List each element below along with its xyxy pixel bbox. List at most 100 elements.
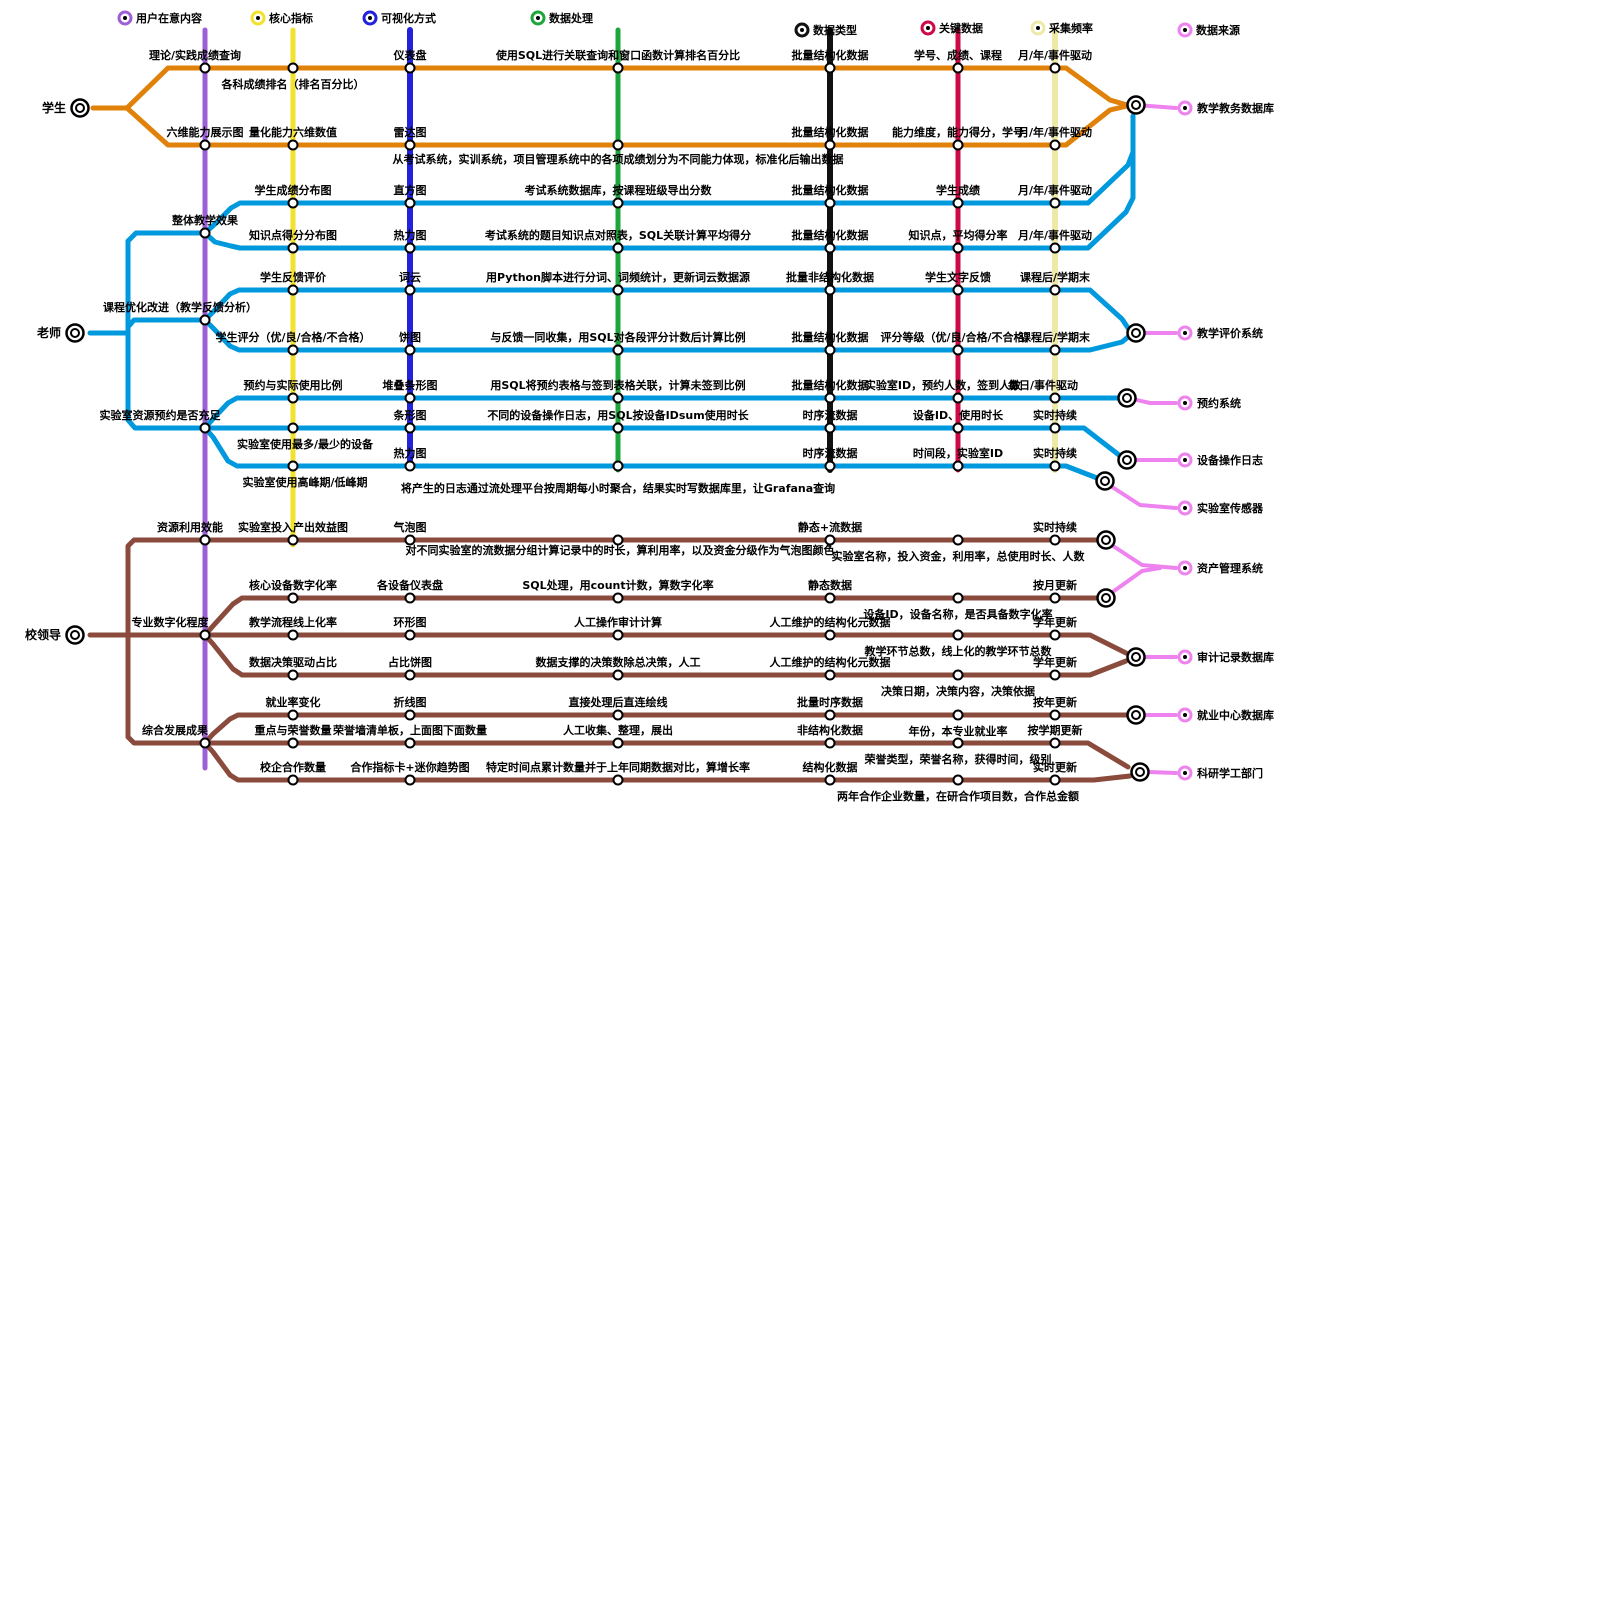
station bbox=[824, 774, 836, 786]
station bbox=[612, 344, 624, 356]
station bbox=[824, 139, 836, 151]
station bbox=[287, 669, 299, 681]
station-label: 核心设备数字化率 bbox=[249, 578, 337, 592]
station bbox=[1049, 284, 1061, 296]
station bbox=[287, 629, 299, 641]
station bbox=[1049, 460, 1061, 472]
station-label: 批量结构化数据 bbox=[792, 125, 869, 139]
station bbox=[404, 242, 416, 254]
station-label: 与反馈一同收集，用SQL对各段评分计数后计算比例 bbox=[490, 330, 745, 344]
line-leader bbox=[202, 595, 1100, 638]
station-label: SQL处理，用count计数，算数字化率 bbox=[522, 578, 713, 592]
interchange-terminal-inner bbox=[1131, 652, 1141, 662]
station bbox=[287, 592, 299, 604]
actor-label: 校领导 bbox=[25, 627, 61, 642]
station-label: 词云 bbox=[399, 271, 421, 284]
station-label: 实验室投入产出效益图 bbox=[238, 520, 348, 534]
legend-dot bbox=[800, 28, 804, 32]
station bbox=[1049, 629, 1061, 641]
station-label: 各科成绩排名（排名百分比） bbox=[221, 77, 365, 91]
station-label: 学生文字反馈 bbox=[925, 270, 991, 284]
station-label: 人工维护的结构化元数据 bbox=[770, 615, 891, 629]
station-label: 月/年/事件驱动 bbox=[1017, 48, 1092, 62]
interchange-terminal-inner bbox=[70, 630, 80, 640]
station bbox=[1049, 737, 1061, 749]
station bbox=[824, 737, 836, 749]
station bbox=[404, 737, 416, 749]
station-label: 考试系统的题目知识点对照表，SQL关联计算平均得分 bbox=[485, 228, 751, 242]
station bbox=[952, 284, 964, 296]
data-source-dot bbox=[1183, 566, 1187, 570]
station bbox=[1049, 344, 1061, 356]
station bbox=[824, 629, 836, 641]
data-source-dot bbox=[1183, 771, 1187, 775]
station bbox=[404, 344, 416, 356]
station bbox=[287, 139, 299, 151]
actor-label: 老师 bbox=[37, 325, 61, 340]
station bbox=[824, 242, 836, 254]
station bbox=[1049, 592, 1061, 604]
station-label: 重点与荣誉数量 bbox=[255, 723, 332, 737]
line-teacher bbox=[125, 330, 203, 431]
station-label: 热力图 bbox=[394, 228, 427, 242]
station-label: 批量非结构化数据 bbox=[786, 270, 874, 284]
station bbox=[287, 284, 299, 296]
station bbox=[404, 284, 416, 296]
station-label: 时间段，实验室ID bbox=[913, 446, 1003, 460]
station bbox=[404, 709, 416, 721]
line-leader bbox=[202, 712, 1129, 746]
station-label: 按月更新 bbox=[1033, 578, 1077, 592]
station-label: 非结构化数据 bbox=[797, 723, 863, 737]
data-source-dot bbox=[1183, 106, 1187, 110]
station-label: 学生评分（优/良/合格/不合格） bbox=[215, 330, 370, 344]
station bbox=[824, 669, 836, 681]
station bbox=[404, 669, 416, 681]
station bbox=[404, 422, 416, 434]
station bbox=[1049, 392, 1061, 404]
station-label: 批量结构化数据 bbox=[792, 183, 869, 197]
interchange-terminal-inner bbox=[1122, 455, 1132, 465]
station-label: 月/年/事件驱动 bbox=[1017, 125, 1092, 139]
station-label: 实验室资源预约是否充足 bbox=[100, 408, 222, 422]
station-label: 按年更新 bbox=[1033, 695, 1077, 709]
station-label: 折线图 bbox=[394, 695, 427, 709]
station-label: 实验室使用最多/最少的设备 bbox=[237, 437, 374, 451]
station bbox=[287, 242, 299, 254]
line-source-links bbox=[1104, 481, 1178, 510]
legend-label: 数据来源 bbox=[1196, 23, 1240, 37]
line-leader bbox=[202, 740, 1131, 770]
station bbox=[1049, 709, 1061, 721]
legend-dot bbox=[256, 16, 260, 20]
station-label: 条形图 bbox=[393, 408, 427, 422]
station bbox=[199, 139, 211, 151]
station bbox=[287, 422, 299, 434]
station bbox=[612, 592, 624, 604]
line-teacher bbox=[125, 230, 203, 336]
station bbox=[404, 62, 416, 74]
legend-label: 数据类型 bbox=[813, 23, 857, 37]
station bbox=[287, 460, 299, 472]
station-label: 数据支撑的决策数除总决策，人工 bbox=[536, 655, 701, 669]
station-label: 量化能力六维数值 bbox=[249, 125, 337, 139]
station-label: 课程后/学期末 bbox=[1020, 330, 1091, 344]
station bbox=[612, 139, 624, 151]
station-label: 不同的设备操作日志，用SQL按设备IDsum使用时长 bbox=[487, 408, 749, 422]
station-label: 实验室使用高峰期/低峰期 bbox=[242, 475, 367, 489]
station bbox=[824, 709, 836, 721]
station-label: 批量结构化数据 bbox=[792, 228, 869, 242]
legend-label: 可视化方式 bbox=[381, 11, 436, 25]
station bbox=[952, 774, 964, 786]
station-label: 年份，本专业就业率 bbox=[909, 724, 1008, 738]
station bbox=[952, 629, 964, 641]
line-source-links bbox=[1105, 566, 1162, 598]
legend-label: 关键数据 bbox=[939, 21, 983, 35]
interchange-terminal-inner bbox=[1131, 328, 1141, 338]
data-source-label: 审计记录数据库 bbox=[1197, 650, 1274, 664]
station bbox=[404, 629, 416, 641]
legend-label: 采集频率 bbox=[1048, 21, 1093, 35]
station-label: 实验室ID，预约人数，签到人数 bbox=[865, 378, 1022, 392]
legend-label: 核心指标 bbox=[269, 11, 313, 25]
station bbox=[1049, 669, 1061, 681]
station bbox=[952, 592, 964, 604]
station bbox=[612, 737, 624, 749]
